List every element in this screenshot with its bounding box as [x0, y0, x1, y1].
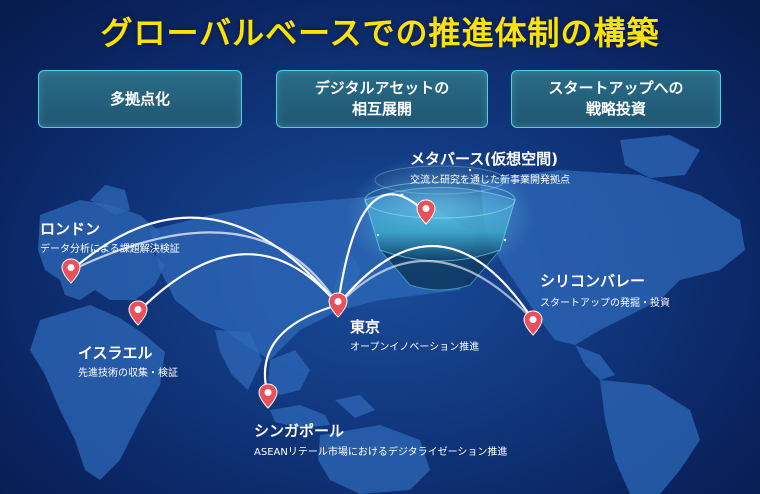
- israel-description: 先進技術の収集・検証: [78, 368, 178, 379]
- metaverse-description: 交流と研究を通じた新事業開発拠点: [410, 175, 570, 186]
- arc-london-tokyo: [70, 216, 340, 307]
- strategy-box-label: スタートアップへの 戦略投資: [548, 79, 684, 118]
- tokyo-description: オープンイノベーション推進: [350, 342, 480, 353]
- strategy-box-digital-assets: デジタルアセットの 相互展開: [276, 70, 488, 128]
- strategy-box-label: デジタルアセットの 相互展開: [314, 79, 450, 118]
- singapore-pin-icon: [258, 383, 278, 409]
- strategy-box-multi-base: 多拠点化: [38, 70, 242, 128]
- arc-london-tokyo-2: [70, 231, 340, 307]
- singapore-name: シンガポール: [254, 422, 345, 440]
- metaverse-name: メタバース(仮想空間): [410, 150, 558, 168]
- silicon-valley-pin-icon: [523, 310, 543, 336]
- arc-tokyo-siliconvalley-2: [336, 260, 535, 322]
- page-title: グローバルベースでの推進体制の構築: [100, 14, 660, 52]
- arc-israel-tokyo: [136, 253, 340, 314]
- london-name: ロンドン: [40, 220, 101, 238]
- silicon-valley-description: スタートアップの発掘・投資: [540, 298, 670, 309]
- london-pin-icon: [61, 258, 81, 284]
- arc-singapore-tokyo: [263, 303, 340, 397]
- sparkles: [377, 168, 507, 242]
- arc-tokyo-metaverse: [336, 193, 427, 307]
- arc-tokyo-siliconvalley: [336, 244, 535, 322]
- silicon-valley-name: シリコンバレー: [540, 272, 646, 290]
- tokyo-pin-icon: [328, 292, 348, 318]
- metaverse-portal: [345, 155, 535, 291]
- metaverse-pin-icon: [416, 199, 436, 225]
- london-description: データ分析による課題解決検証: [40, 244, 180, 255]
- connection-arcs: [70, 193, 535, 397]
- strategy-box-startup-investment: スタートアップへの 戦略投資: [511, 70, 721, 128]
- israel-name: イスラエル: [78, 344, 153, 362]
- israel-pin-icon: [128, 300, 148, 326]
- strategy-box-label: 多拠点化: [109, 89, 170, 108]
- singapore-description: ASEANリテール市場におけるデジタライゼーション推進: [254, 447, 508, 458]
- tokyo-name: 東京: [350, 318, 381, 336]
